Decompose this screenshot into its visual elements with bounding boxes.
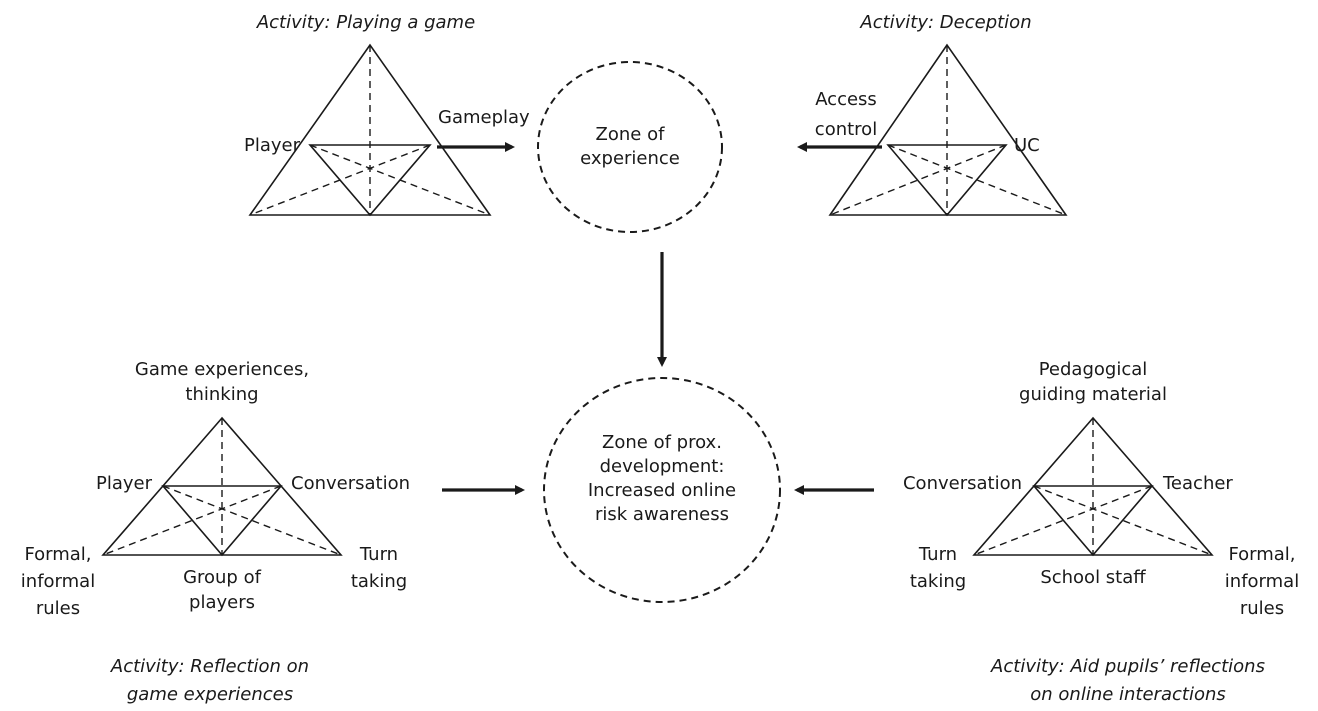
zone-prox-line4: risk awareness — [595, 504, 729, 525]
activity-label-deception: Activity: Deception — [859, 12, 1031, 33]
zone-prox-line1: Zone of prox. — [602, 432, 722, 453]
zone-of-proximal-development-ellipse — [543, 377, 781, 603]
zone-prox-line2: development: — [600, 456, 725, 477]
node-label-formal-right-2: informal — [1225, 571, 1299, 592]
activity-label-reflection-2: game experiences — [127, 684, 293, 705]
activity-label-reflection-1: Activity: Reflection on — [110, 656, 309, 677]
activity-label-aid-pupils-2: on online interactions — [1030, 684, 1226, 705]
node-label-formal-1: Formal, — [24, 544, 91, 565]
node-label-formal-right-1: Formal, — [1228, 544, 1295, 565]
node-label-formal-2: informal — [21, 571, 95, 592]
node-label-player-top: Player — [244, 135, 301, 156]
triangle-reflection-on-game-experiences — [101, 416, 343, 557]
node-label-teacher: Teacher — [1162, 473, 1233, 494]
zone-experience-line1: Zone of — [596, 124, 666, 145]
triangle-aid-pupils-reflections — [972, 416, 1214, 557]
arrow-label-gameplay: Gameplay — [438, 107, 530, 128]
node-label-conversation-left: Conversation — [291, 473, 410, 494]
node-label-group-of-players-1: Group of — [183, 567, 262, 588]
activity-label-playing-a-game: Activity: Playing a game — [256, 12, 475, 33]
activity-label-aid-pupils-1: Activity: Aid pupils’ reflections — [990, 656, 1265, 677]
zone-prox-line3: Increased online — [588, 480, 736, 501]
zone-of-experience-ellipse — [537, 61, 723, 233]
node-label-turn-taking-right-1: Turn — [918, 544, 957, 565]
node-label-game-experiences-1: Game experiences, — [135, 359, 309, 380]
node-label-pedagogical-1: Pedagogical — [1039, 359, 1148, 380]
node-label-formal-right-3: rules — [1240, 598, 1284, 619]
node-label-formal-3: rules — [36, 598, 80, 619]
zone-experience-line2: experience — [580, 148, 680, 169]
node-label-uc: UC — [1014, 135, 1040, 156]
node-label-school-staff: School staff — [1040, 567, 1146, 588]
triangle-playing-a-game — [248, 43, 492, 217]
triangle-deception — [828, 43, 1068, 217]
arrow-label-control: control — [815, 119, 877, 140]
node-label-turn-taking-right-2: taking — [910, 571, 966, 592]
arrow-label-access: Access — [815, 89, 877, 110]
node-label-player-bottom: Player — [96, 473, 153, 494]
node-label-group-of-players-2: players — [189, 592, 255, 613]
node-label-turn-taking-left-2: taking — [351, 571, 407, 592]
node-label-pedagogical-2: guiding material — [1019, 384, 1167, 405]
node-label-conversation-right: Conversation — [903, 473, 1022, 494]
node-label-game-experiences-2: thinking — [185, 384, 258, 405]
node-label-turn-taking-left-1: Turn — [359, 544, 398, 565]
